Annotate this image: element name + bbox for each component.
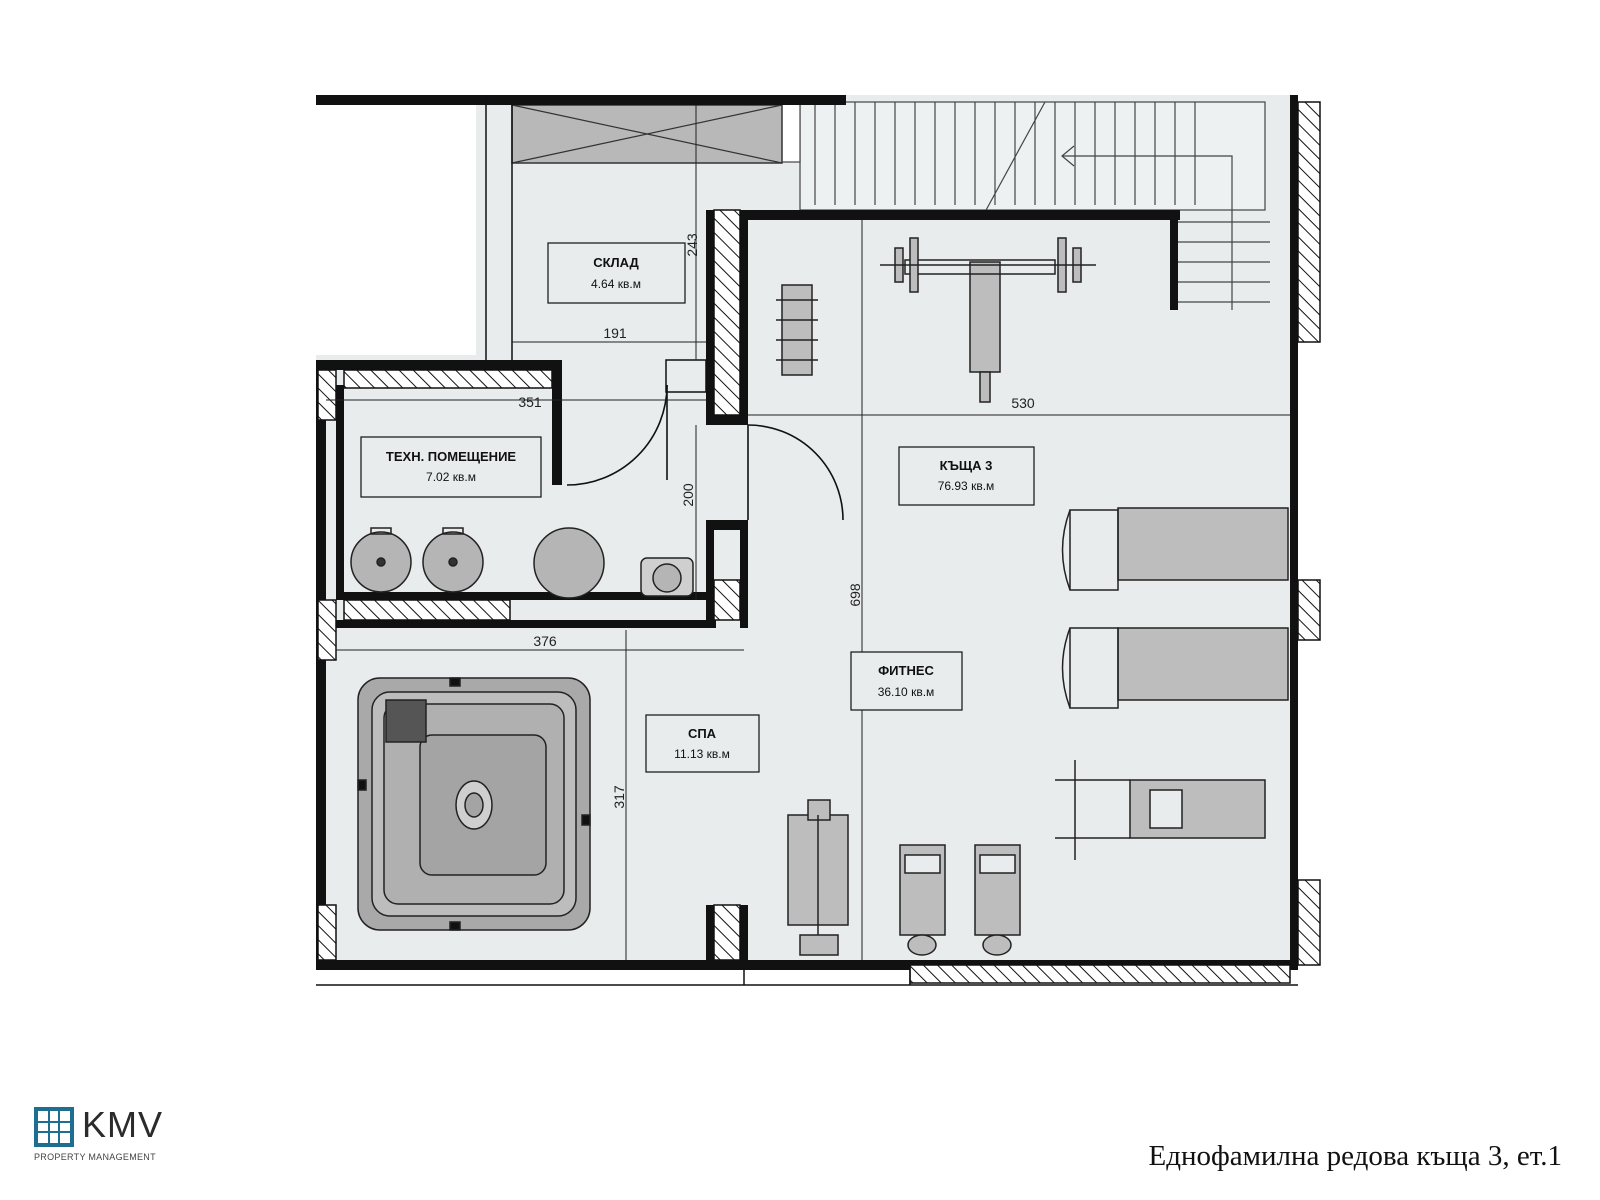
dim-317: 317 — [611, 785, 627, 809]
room-house-name: КЪЩА 3 — [940, 458, 993, 473]
room-house: КЪЩА 3 76.93 кв.м — [898, 446, 1035, 506]
water-tank-icon — [533, 527, 605, 599]
walls — [316, 95, 1298, 970]
partition-lines — [316, 95, 1298, 986]
sink-icon — [640, 557, 694, 597]
room-fitness: ФИТНЕС 36.10 кв.м — [850, 651, 963, 711]
logo-text: KMV — [82, 1104, 164, 1145]
room-storage-name: СКЛАД — [593, 255, 639, 270]
dimension-labels: 243 191 351 530 200 698 376 317 — [518, 233, 1035, 809]
dim-243: 243 — [684, 233, 700, 257]
room-fitness-area: 36.10 кв.м — [878, 685, 935, 699]
dim-530: 530 — [1011, 395, 1035, 411]
boiler-icon — [350, 527, 412, 593]
dim-376: 376 — [533, 633, 557, 649]
dim-191: 191 — [603, 325, 627, 341]
room-tech-name: ТЕХН. ПОМЕЩЕНИЕ — [386, 449, 517, 464]
exercise-bike-icon — [1055, 760, 1266, 860]
weight-bench-icon — [880, 237, 1096, 403]
room-storage-area: 4.64 кв.м — [591, 277, 641, 291]
dimension-lines — [326, 105, 1290, 960]
leg-press-icon — [787, 799, 849, 956]
room-spa: СПА 11.13 кв.м — [645, 714, 760, 773]
room-tech-area: 7.02 кв.м — [426, 470, 476, 484]
dumbbell-rack-icon — [776, 284, 818, 376]
dim-200: 200 — [680, 483, 696, 507]
room-spa-area: 11.13 кв.м — [674, 747, 730, 761]
logo-icon — [34, 1107, 74, 1147]
room-tech: ТЕХН. ПОМЕЩЕНИЕ 7.02 кв.м — [360, 436, 542, 498]
storage-shaft — [511, 104, 783, 164]
room-fitness-name: ФИТНЕС — [878, 663, 934, 678]
room-house-area: 76.93 кв.м — [938, 479, 995, 493]
jacuzzi-icon — [357, 677, 591, 931]
treadmill-icon — [1061, 507, 1289, 591]
staircase — [779, 101, 1270, 310]
stepper-icon — [899, 844, 946, 956]
dim-698: 698 — [847, 583, 863, 607]
page-caption: Еднофамилна редова къща 3, ет.1 — [1148, 1140, 1562, 1172]
boiler-icon — [422, 527, 484, 593]
room-storage: СКЛАД 4.64 кв.м — [547, 242, 686, 304]
dim-351: 351 — [518, 394, 542, 410]
doors — [566, 384, 844, 521]
stepper-icon — [974, 844, 1021, 956]
hatched-walls — [317, 101, 1321, 984]
treadmill-icon — [1061, 627, 1289, 709]
logo-subtitle: PROPERTY MANAGEMENT — [34, 1152, 156, 1162]
room-spa-name: СПА — [688, 726, 717, 741]
